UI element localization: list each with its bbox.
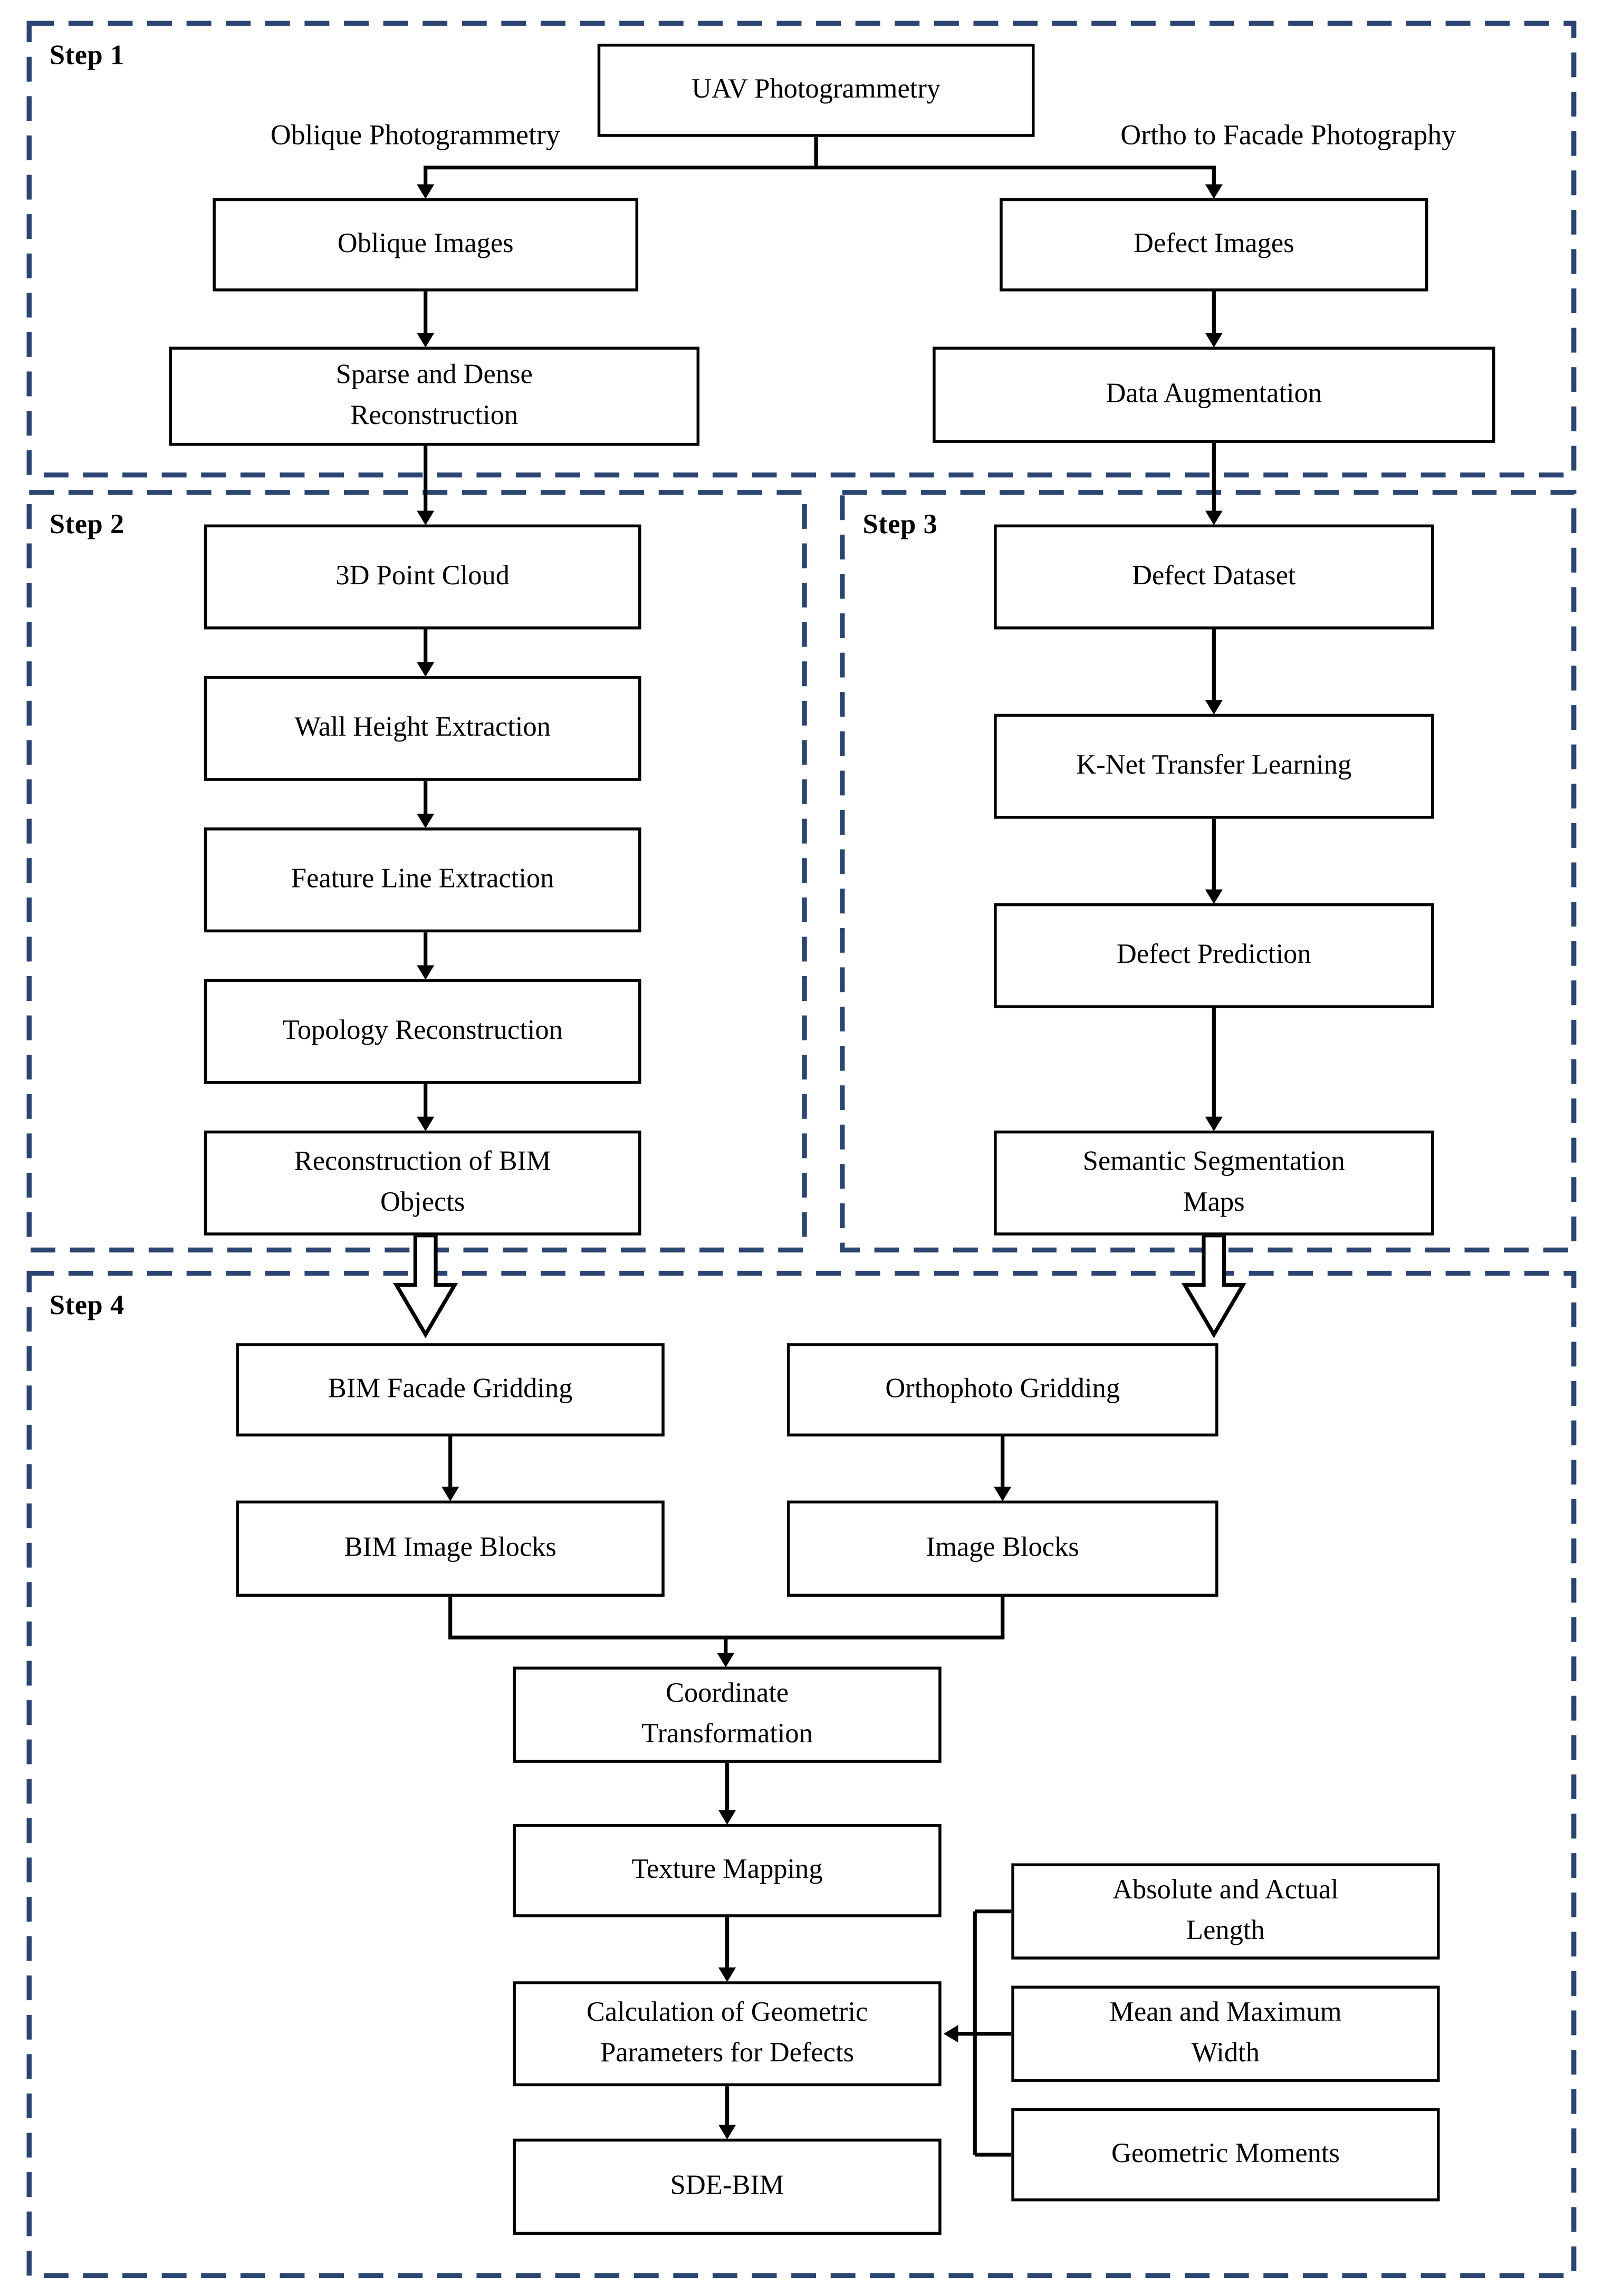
node-image-blocks: Image Blocks [786,1500,1218,1597]
node-sde-bim: SDE-BIM [513,2138,942,2235]
node-bim-facade-gridding: BIM Facade Gridding [236,1343,665,1437]
node-defect-images: Defect Images [1000,198,1428,292]
node-absolute-actual-length: Absolute and Actual Length [1011,1863,1440,1960]
step2-label: Step 2 [49,509,124,541]
node-defect-dataset: Defect Dataset [994,524,1434,630]
node-defect-prediction: Defect Prediction [994,903,1434,1008]
step1-region [26,21,1577,478]
node-sparse-dense-reconstruction: Sparse and Dense Reconstruction [169,346,700,446]
node-coordinate-transformation: Coordinate Transformation [513,1666,942,1763]
node-feature-line-extraction: Feature Line Extraction [204,827,641,933]
hollow-arrow-maps-to-step4 [1181,1233,1246,1338]
node-oblique-images: Oblique Images [213,198,639,292]
node-calc-geometric-parameters: Calculation of Geometric Parameters for … [513,1981,942,2087]
node-knet-transfer-learning: K-Net Transfer Learning [994,713,1434,819]
hollow-arrows [393,1233,1246,1338]
node-geometric-moments: Geometric Moments [1011,2108,1440,2202]
step1-label: Step 1 [49,41,124,72]
ortho-facade-photography-label: Ortho to Facade Photography [1120,121,1456,152]
step3-label: Step 3 [862,509,938,541]
hollow-arrow-bim-to-step4 [393,1233,458,1338]
node-wall-height-extraction: Wall Height Extraction [204,676,641,781]
step-region-borders [26,21,1577,2279]
node-uav-photogrammetry: UAV Photogrammetry [597,43,1035,137]
step4-label: Step 4 [49,1290,124,1321]
node-semantic-segmentation-maps: Semantic Segmentation Maps [994,1130,1434,1236]
node-bim-image-blocks: BIM Image Blocks [236,1500,665,1597]
node-data-augmentation: Data Augmentation [933,346,1495,443]
node-mean-maximum-width: Mean and Maximum Width [1011,1985,1440,2082]
node-texture-mapping: Texture Mapping [513,1824,942,1917]
step4-region [26,1270,1577,2279]
step2-region [26,490,807,1253]
node-orthophoto-gridding: Orthophoto Gridding [786,1343,1218,1437]
oblique-photogrammetry-label: Oblique Photogrammetry [270,121,560,152]
node-topology-reconstruction: Topology Reconstruction [204,979,641,1084]
node-3d-point-cloud: 3D Point Cloud [204,524,641,630]
node-reconstruction-bim-objects: Reconstruction of BIM Objects [204,1130,641,1236]
flow-arrows [417,137,1223,2157]
